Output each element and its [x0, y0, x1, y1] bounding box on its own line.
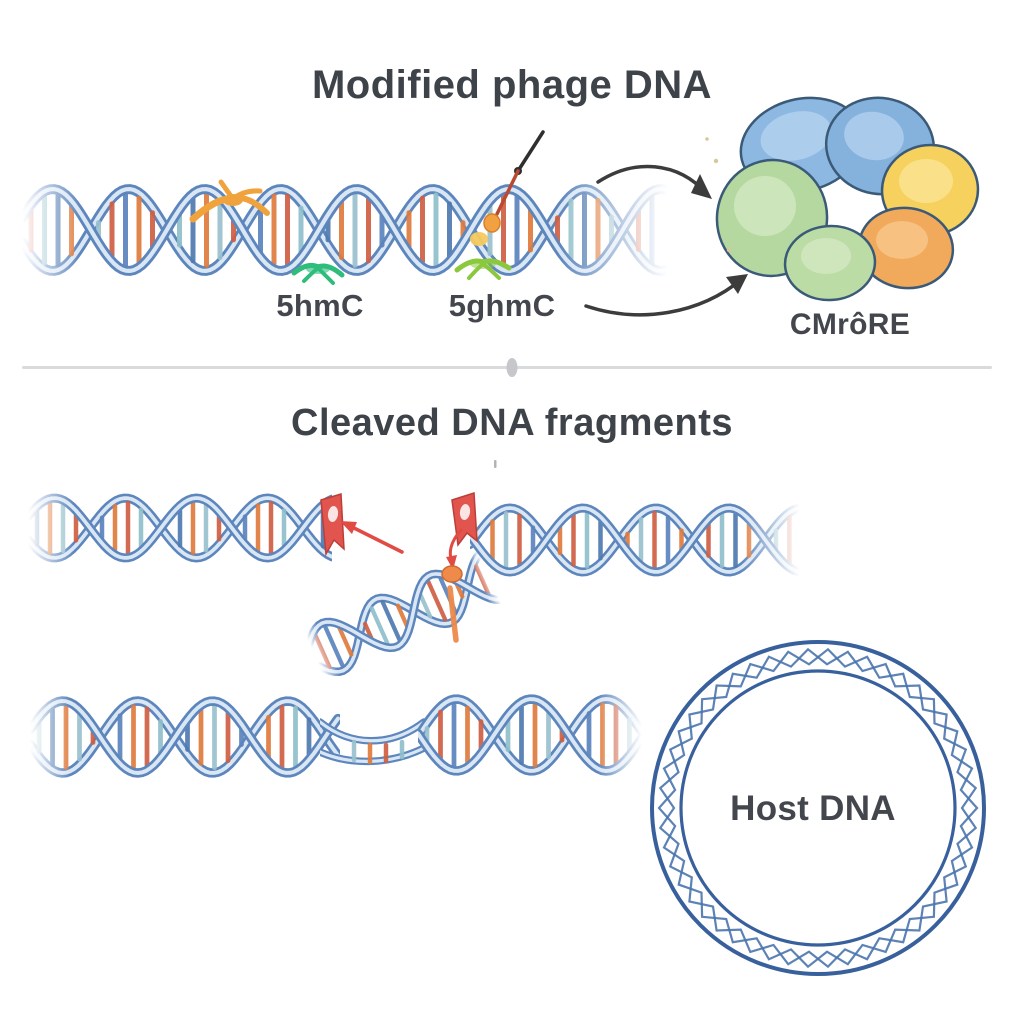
host-dna-label: Host DNA — [730, 789, 896, 828]
top-section-title: Modified phage DNA — [311, 63, 713, 107]
label-5ghmc: 5ghmC — [448, 288, 556, 323]
phage-dna-helix — [22, 184, 668, 276]
enzyme-highlight — [760, 111, 832, 161]
enzyme-highlight — [734, 176, 796, 236]
enzyme-label: CMrôRE — [789, 308, 911, 341]
cleaved-gap-strands — [320, 718, 428, 766]
host-dna-helix-right — [418, 694, 642, 776]
cleaved-fragment-left-helix — [28, 493, 332, 563]
enzyme-highlight — [801, 238, 851, 274]
enzyme-highlight — [899, 159, 953, 203]
tiny-tick — [494, 460, 497, 468]
section-divider — [22, 366, 992, 369]
host-dna-plasmid — [650, 640, 986, 976]
cleaved-fragment-right-helix — [470, 503, 800, 577]
enzyme-highlight — [876, 221, 928, 259]
enzyme-highlight — [844, 111, 904, 161]
host-dna-helix-left — [30, 696, 340, 778]
red-arrow-left-icon — [340, 521, 404, 554]
enzyme-complex — [715, 96, 980, 302]
label-5hmc: 5hmC — [276, 288, 364, 323]
middle-section-title: Cleaved DNA fragments — [291, 402, 733, 444]
